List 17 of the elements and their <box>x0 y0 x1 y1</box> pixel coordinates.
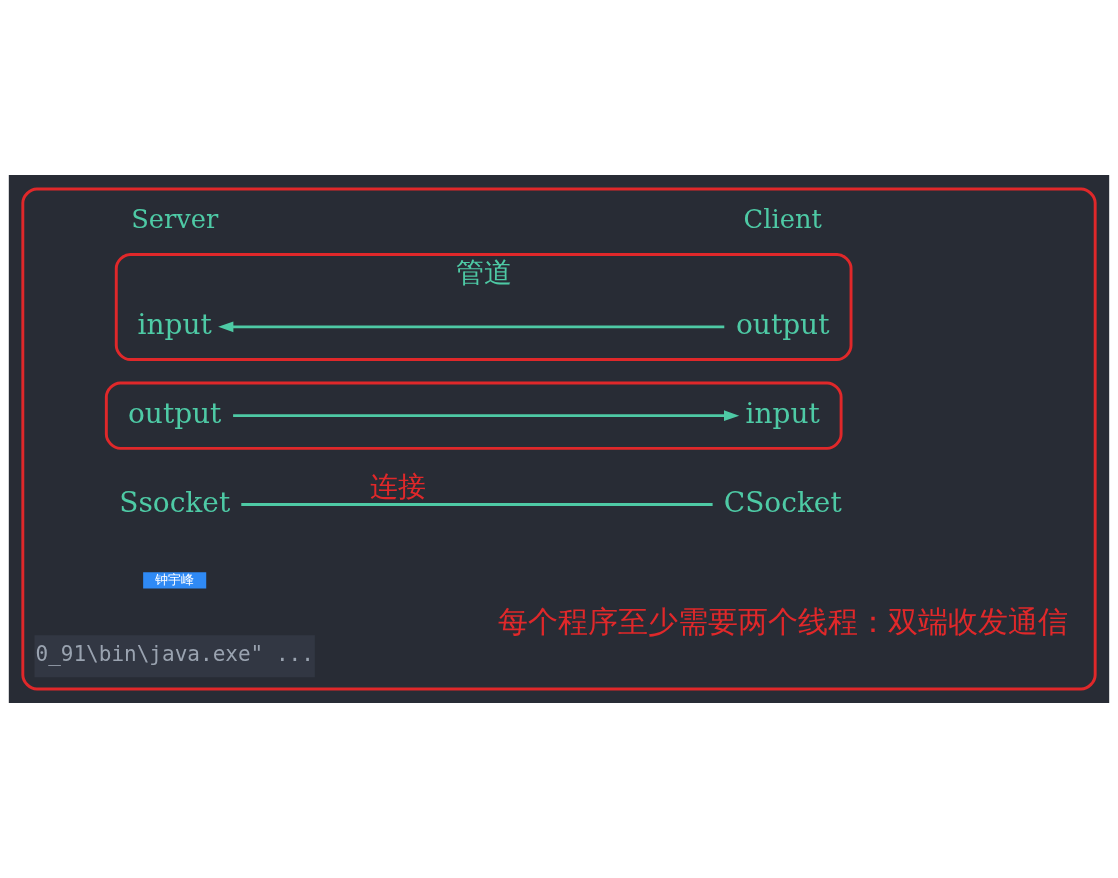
edge-label: 连接 <box>370 470 427 504</box>
arrow <box>218 321 725 333</box>
node-text: Ssocket <box>119 485 231 519</box>
cluster <box>104 381 843 450</box>
connector <box>241 502 713 506</box>
label: 钟宇峰 <box>155 571 195 587</box>
cluster <box>21 187 1097 691</box>
arrow <box>233 410 740 421</box>
node-text: input <box>745 396 820 430</box>
label: 每个程序至少需要两个线程：双端收发通信 <box>497 604 1068 640</box>
node-text: output <box>736 308 830 342</box>
node-text: CSocket <box>723 485 842 519</box>
label: Server <box>131 204 219 235</box>
label: Client <box>743 204 822 235</box>
node-text: output <box>127 396 222 430</box>
node-text: input <box>137 308 212 342</box>
label: 0_91\bin\java.exe" ... <box>35 641 314 667</box>
